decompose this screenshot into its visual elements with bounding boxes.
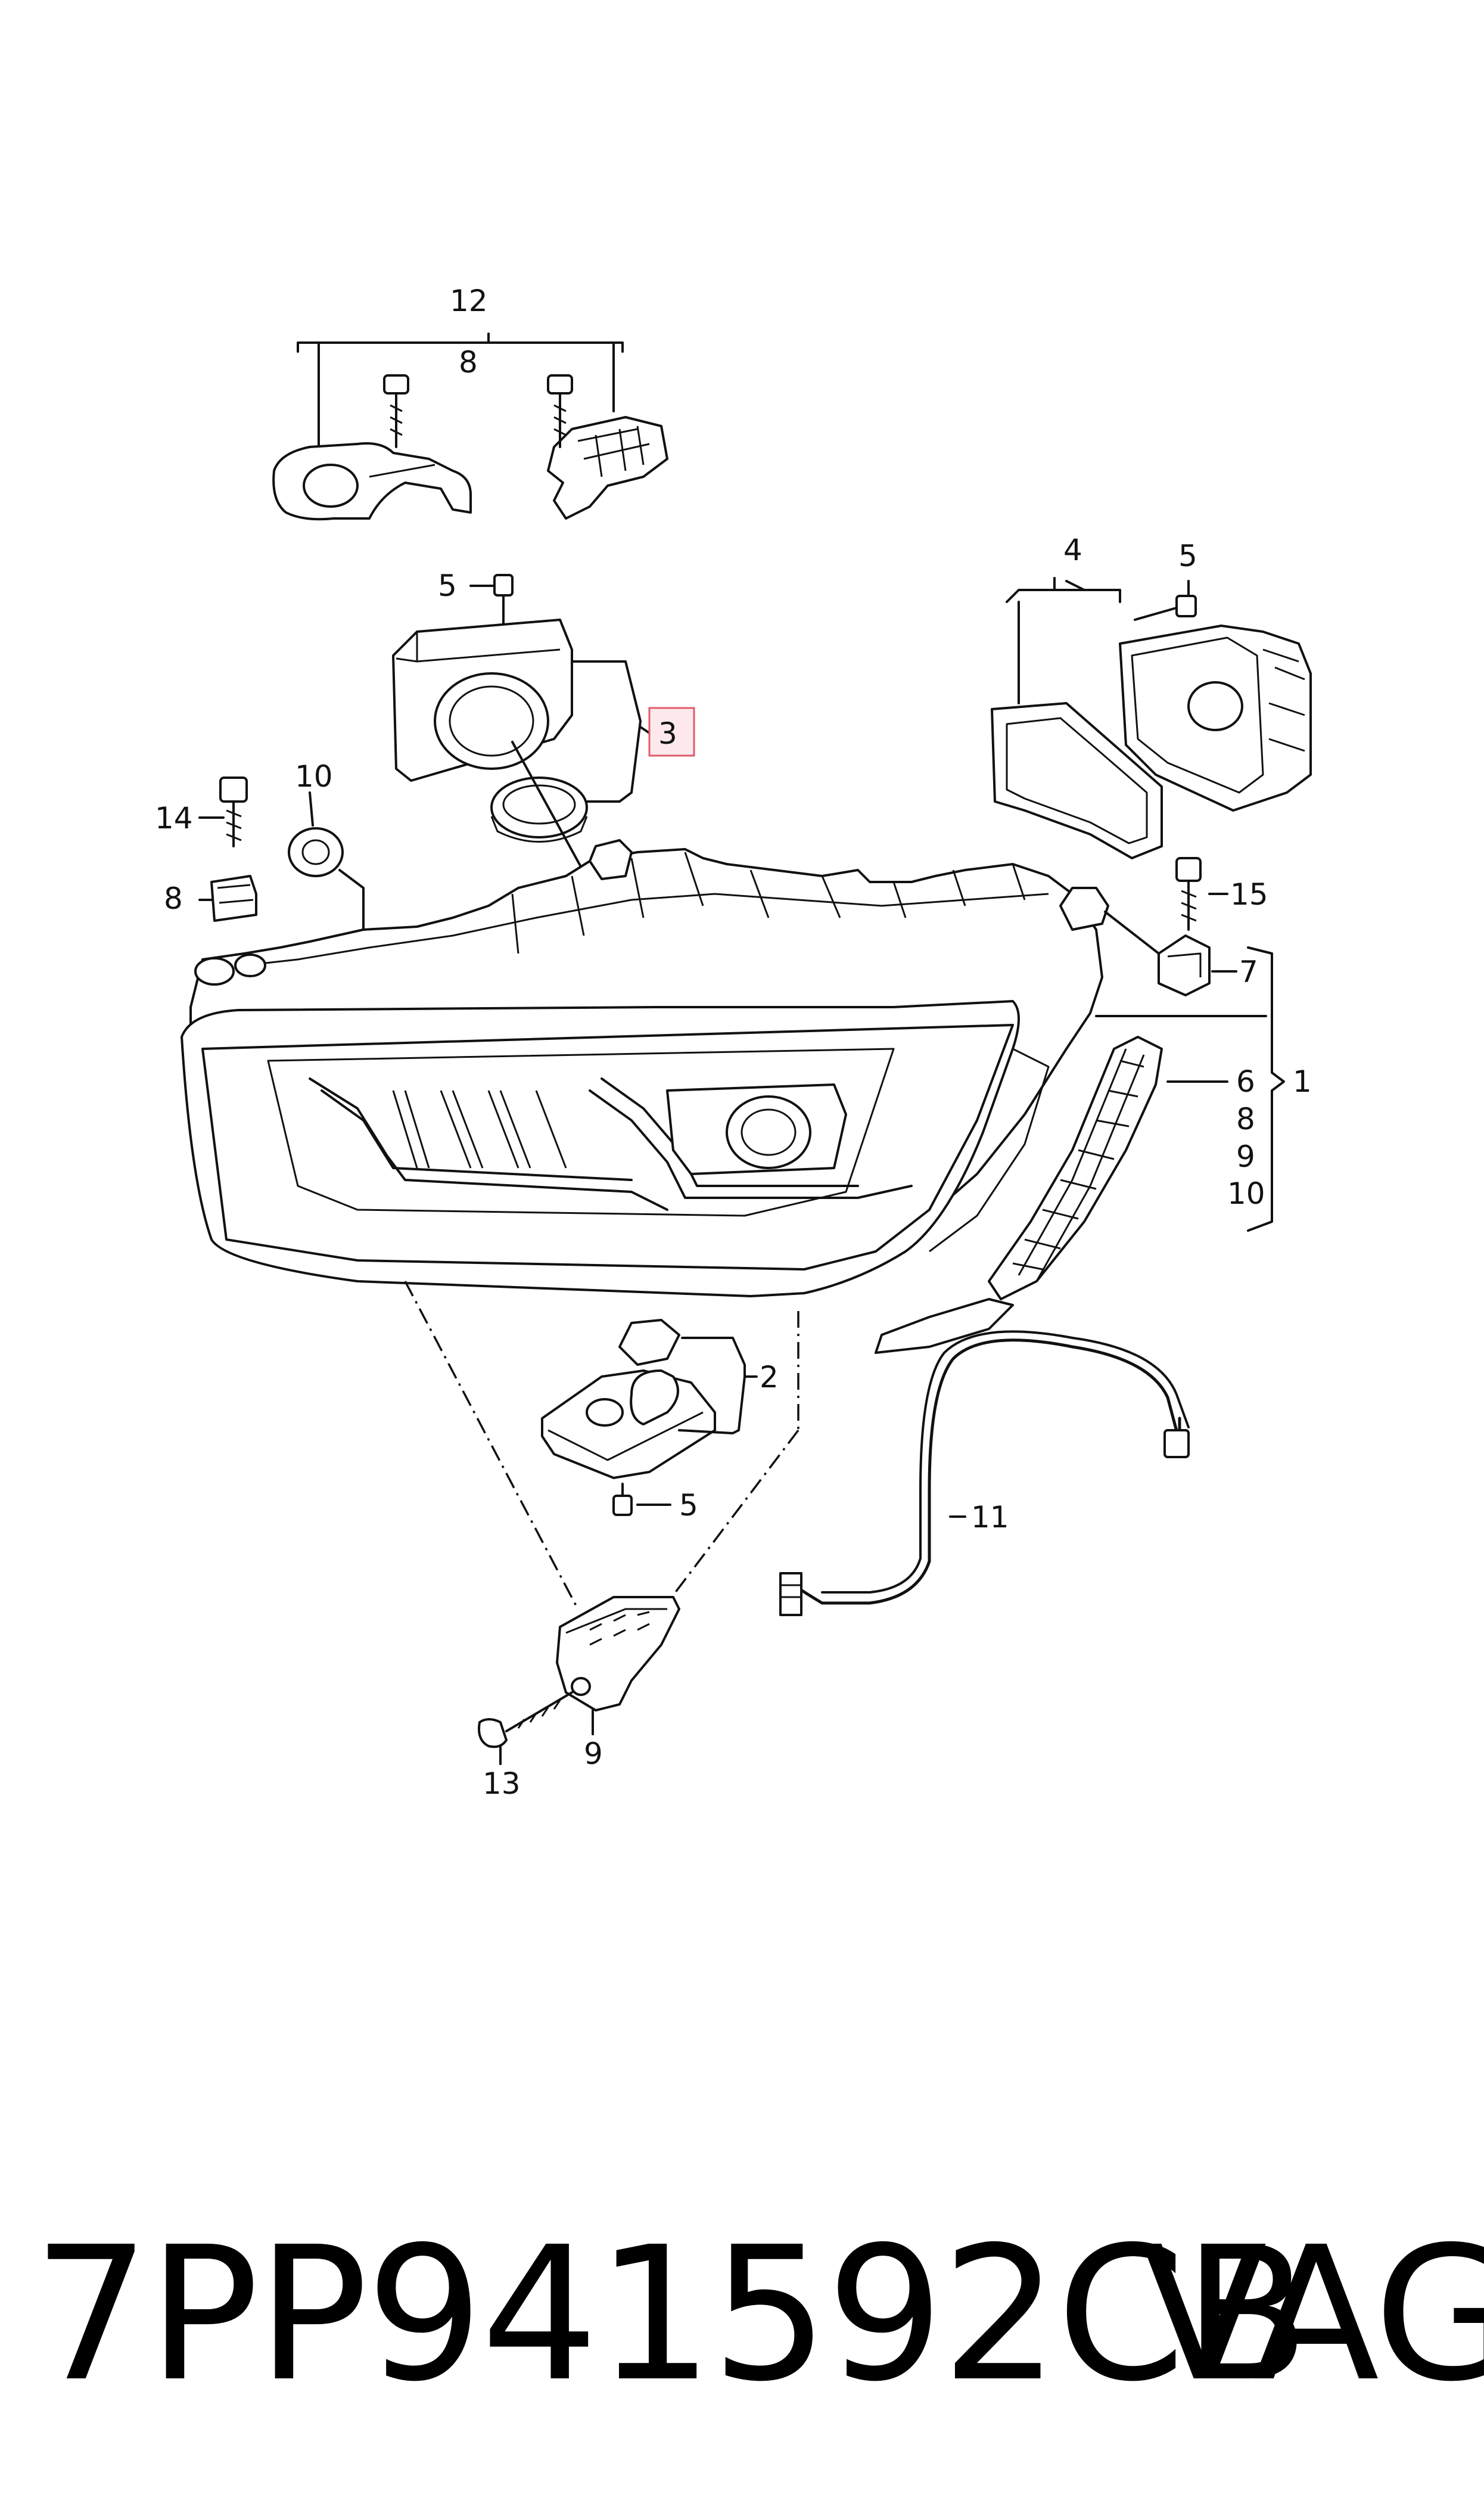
callout-12: 12: [450, 284, 488, 318]
led-module-2: 2 5: [541, 1319, 779, 1523]
callout-15: 15: [1230, 877, 1268, 912]
headlight-housing-1: [181, 839, 1163, 1354]
callout-14: 14: [155, 801, 193, 835]
callout-8-left: 8: [164, 881, 183, 916]
callout-13: 13: [483, 1766, 521, 1801]
callout-8-right: 8: [1236, 1102, 1255, 1136]
left-small-parts: 14 10 8: [155, 759, 365, 955]
callout-2: 2: [760, 1360, 779, 1394]
lower-bracket-9: 13 9: [404, 1281, 799, 1801]
callout-3: 3: [658, 716, 677, 751]
callout-4: 4: [1063, 533, 1082, 567]
gasket-cover-4: 4 5: [991, 533, 1312, 859]
callout-5-c: 5: [679, 1488, 698, 1523]
callout-5-a: 5: [438, 569, 457, 603]
callout-8-top: 8: [459, 345, 478, 380]
right-side-callouts: 15 7 6 8 9 10 1: [1095, 857, 1312, 1232]
callout-11: 11: [971, 1500, 1009, 1535]
tube-11: 11: [779, 1330, 1190, 1616]
callout-9-right: 9: [1236, 1139, 1255, 1174]
brand-name: VAG: [1141, 2207, 1484, 2422]
callout-10-right: 10: [1227, 1176, 1265, 1211]
callout-9-bottom: 9: [584, 1737, 603, 1771]
bracket-set-12: 12 8: [272, 284, 668, 521]
callout-6: 6: [1236, 1064, 1255, 1099]
callout-1: 1: [1293, 1064, 1312, 1099]
callout-7: 7: [1239, 955, 1258, 989]
callout-5-b: 5: [1178, 539, 1197, 573]
part-number: 7PP941592CB: [33, 2207, 1310, 2422]
callout-3-highlight-box: [648, 707, 695, 757]
control-unit-3: 5 3: [392, 569, 695, 895]
callout-10: 10: [295, 759, 333, 794]
